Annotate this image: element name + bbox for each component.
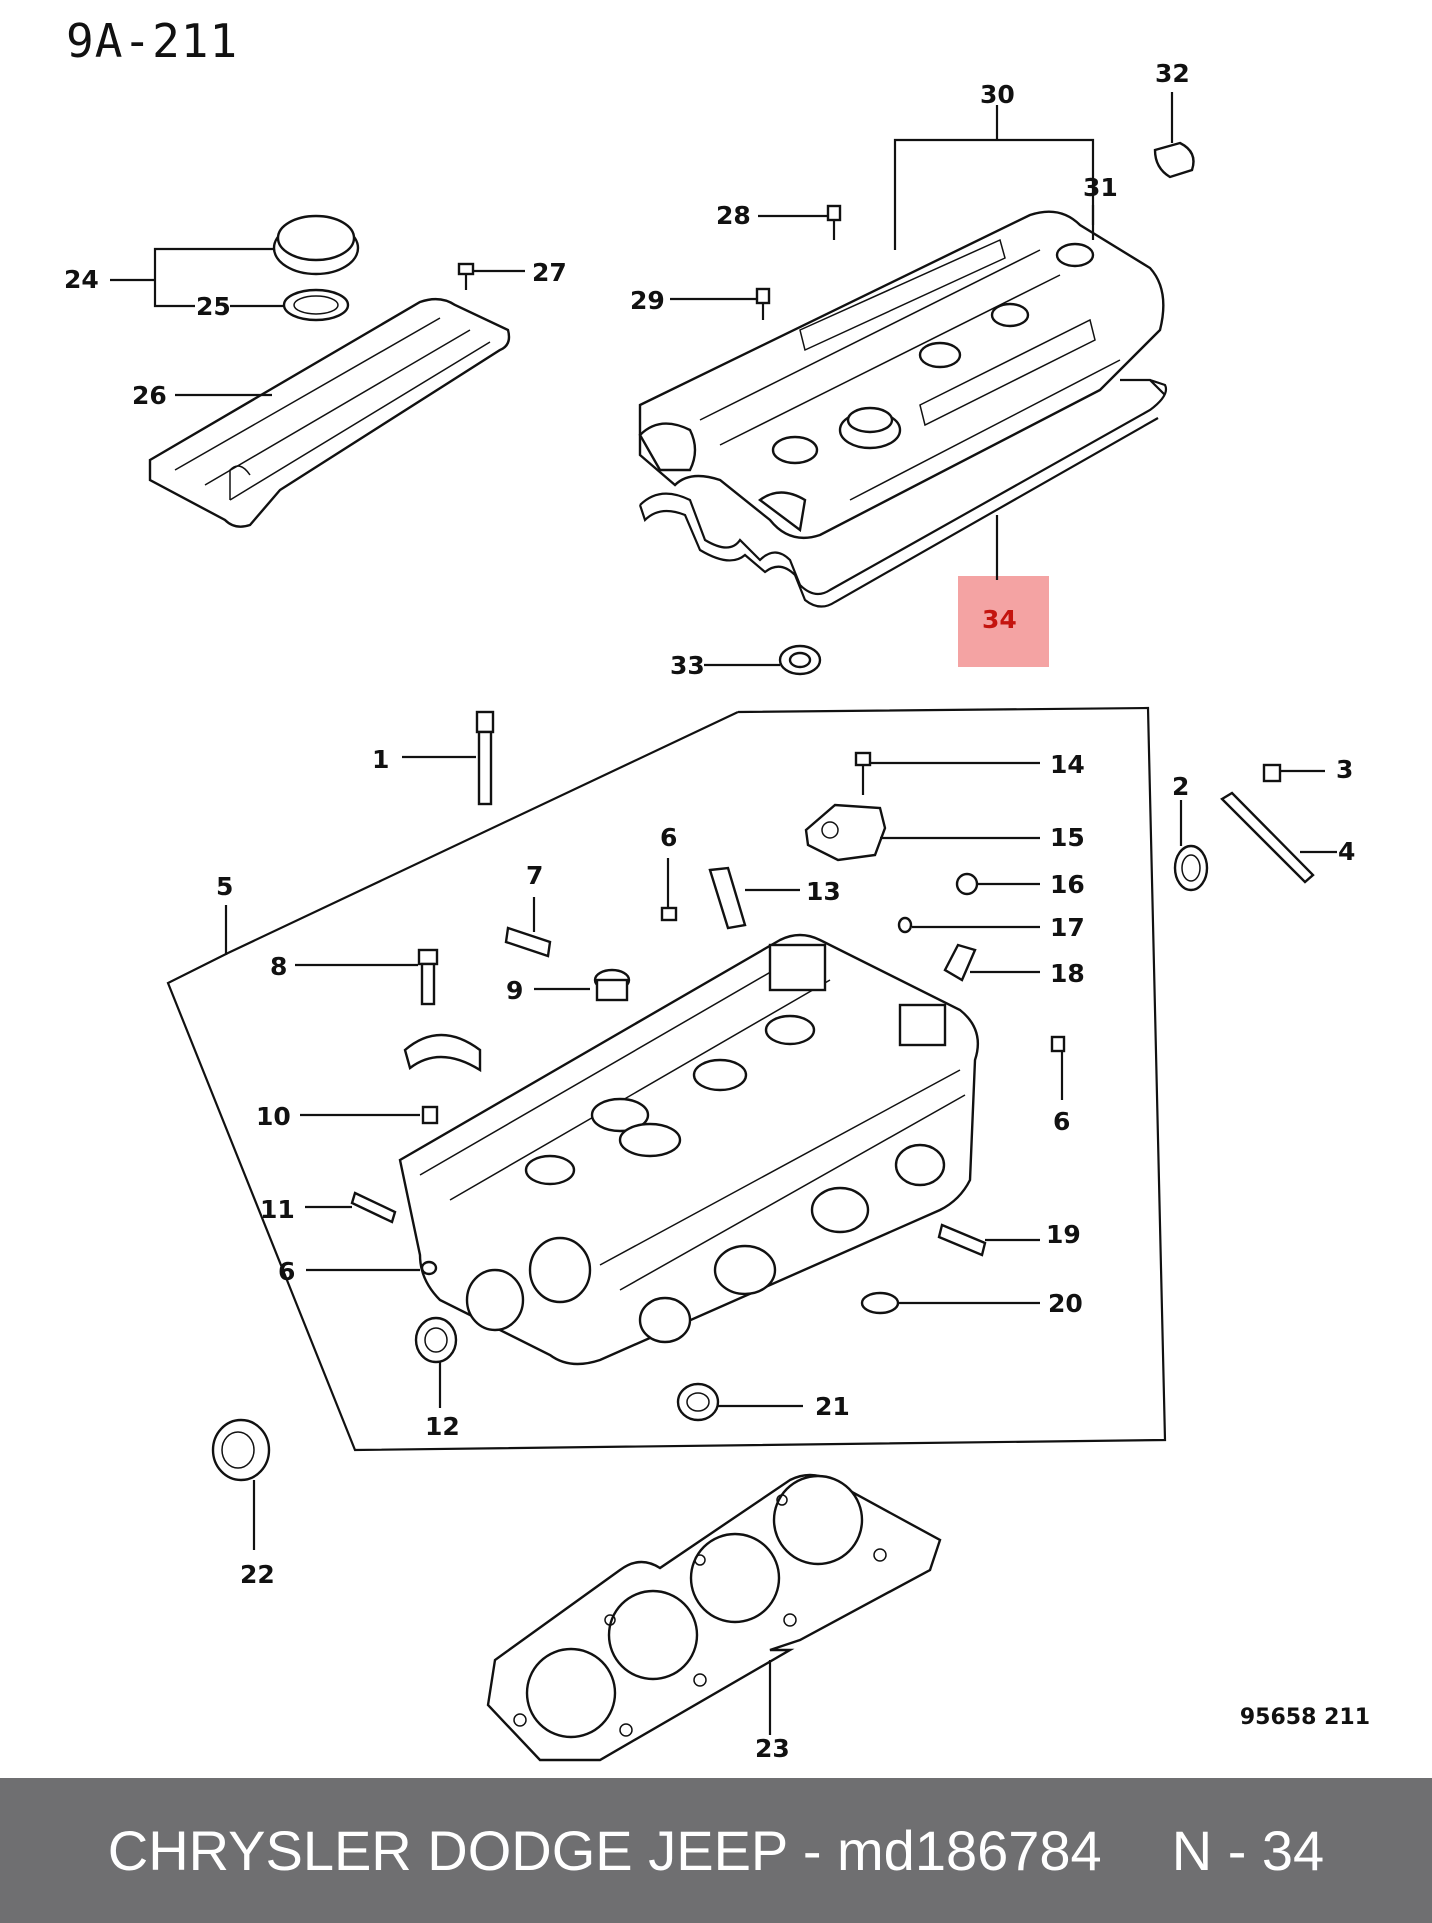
callout-label: 6 [278, 1257, 295, 1286]
callout-label: 7 [526, 861, 543, 890]
callout-label: 8 [270, 952, 287, 981]
callout-label: 33 [670, 651, 705, 680]
cylinder-head-group-outline [166, 706, 1167, 1452]
page-code: 9A-211 [66, 14, 239, 68]
callout-label: 27 [532, 258, 567, 287]
callout-label: 12 [425, 1412, 460, 1441]
cylinder-head [398, 933, 980, 1366]
callout-label: 31 [1083, 173, 1118, 202]
callout-label-highlighted: 34 [982, 605, 1017, 634]
rocker-cover-gasket [638, 378, 1168, 608]
highlight-box-34 [958, 576, 1049, 667]
callout-label: 23 [755, 1734, 790, 1763]
callout-label: 5 [216, 872, 233, 901]
callout-label: 3 [1336, 755, 1353, 784]
callout-label: 10 [256, 1102, 291, 1131]
callout-label: 29 [630, 286, 665, 315]
callout-label: 2 [1172, 772, 1189, 801]
callout-label: 4 [1338, 837, 1355, 866]
callout-label: 6 [1053, 1107, 1070, 1136]
callout-label: 30 [980, 80, 1015, 109]
callout-label: 22 [240, 1560, 275, 1589]
callout-label: 26 [132, 381, 167, 410]
callout-label: 28 [716, 201, 751, 230]
callout-label: 16 [1050, 870, 1085, 899]
callout-label: 17 [1050, 913, 1085, 942]
callout-label: 25 [196, 292, 231, 321]
callout-label: 1 [372, 745, 389, 774]
rocker-cover [638, 210, 1165, 540]
callout-label: 6 [660, 823, 677, 852]
callout-label: 11 [260, 1195, 295, 1224]
callout-label: 32 [1155, 59, 1190, 88]
bottom-banner: CHRYSLER DODGE JEEP - md186784 N - 34 [0, 1778, 1432, 1923]
callout-label: 9 [506, 976, 523, 1005]
banner-brand-part: CHRYSLER DODGE JEEP - md186784 [107, 1819, 1102, 1882]
spark-plug-cover [148, 297, 511, 528]
cylinder-head-gasket [486, 1473, 942, 1762]
callout-label: 19 [1046, 1220, 1081, 1249]
callout-label: 13 [806, 877, 841, 906]
cylinder-head-exploded-diagram: 1 2 3 4 5 6 6 6 7 8 9 10 11 12 13 14 15 … [64, 59, 1355, 1763]
callout-label: 15 [1050, 823, 1085, 852]
reference-code: 95658 211 [1239, 1705, 1370, 1730]
callout-label: 18 [1050, 959, 1085, 988]
callout-label: 24 [64, 265, 99, 294]
banner-callout-ref: N - 34 [1171, 1819, 1325, 1882]
callout-label: 21 [815, 1392, 850, 1421]
callout-label: 20 [1048, 1289, 1083, 1318]
callout-label: 14 [1050, 750, 1085, 779]
